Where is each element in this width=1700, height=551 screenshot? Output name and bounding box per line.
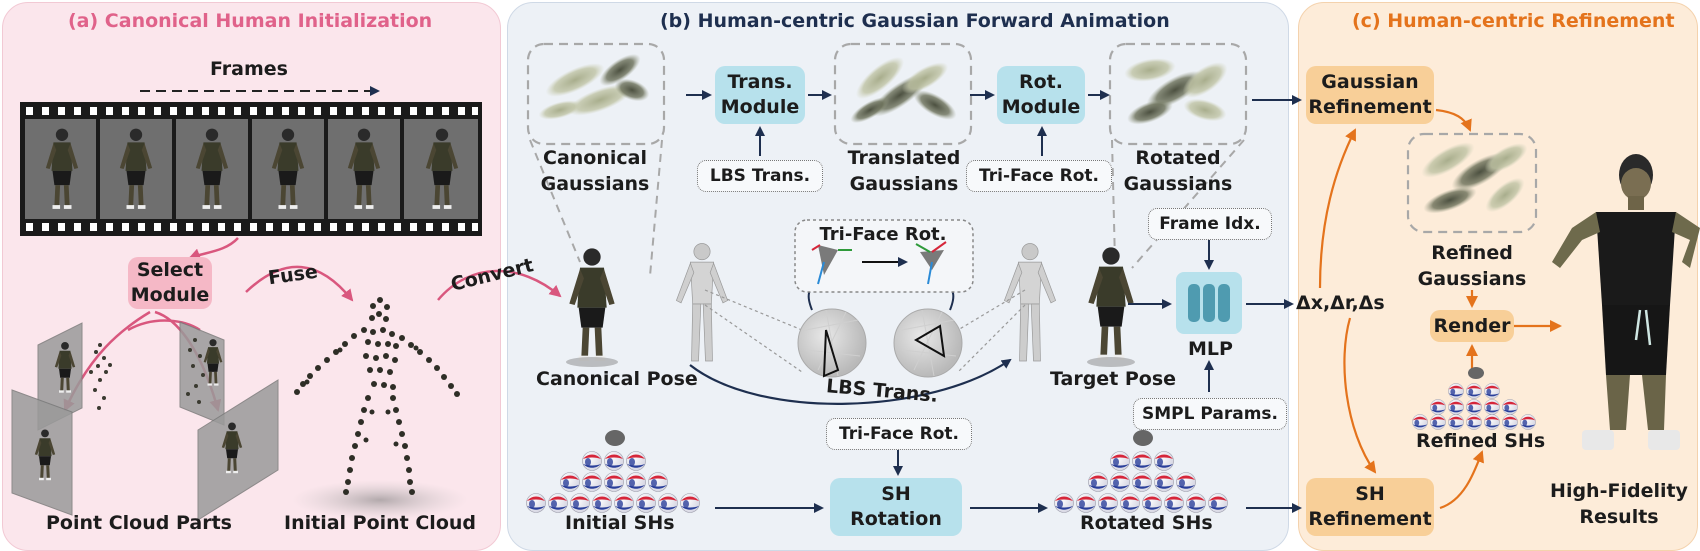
tri-face-rot-sh-box: Tri-Face Rot. [826,418,972,450]
canonical-gaussians-label: Canonical Gaussians [540,147,650,195]
canonical-pose-label: Canonical Pose [536,368,698,390]
rotated-gaussians-label: Rotated Gaussians [1123,147,1233,195]
render-box: Render [1430,310,1514,342]
refined-gaussians-label: Refined Gaussians [1417,242,1527,290]
select-module-box: Select Module [128,257,212,309]
mlp-label: MLP [1188,338,1233,360]
gaussian-refinement-box: Gaussian Refinement [1306,66,1434,124]
high-fidelity-results-label: High-Fidelity Results [1550,480,1688,528]
initial-point-cloud-label: Initial Point Cloud [284,512,477,534]
result-figure [1552,154,1700,450]
panel-c-title: (c) Human-centric Refinement [1352,10,1675,32]
target-pose-label: Target Pose [1050,368,1177,390]
panel-b-title: (b) Human-centric Gaussian Forward Anima… [660,10,1170,32]
point-cloud-parts-label: Point Cloud Parts [46,512,232,534]
initial-shs-label: Initial SHs [565,512,675,534]
translated-gaussians-label: Translated Gaussians [847,147,961,195]
panel-a-title: (a) Canonical Human Initialization [68,10,433,32]
smpl-params-box: SMPL Params. [1133,398,1287,430]
frame-idx-box: Frame Idx. [1148,208,1272,240]
tri-face-rot-center-label: Tri-Face Rot. [819,224,947,245]
rot-module-box: Rot. Module [997,66,1085,124]
tri-face-rot-box: Tri-Face Rot. [966,160,1112,192]
lbs-trans-box: LBS Trans. [697,160,823,192]
frames-label: Frames [210,58,288,80]
refined-shs-label: Refined SHs [1416,430,1546,452]
delta-params-label: Δx,Δr,Δs [1296,292,1385,314]
trans-module-box: Trans. Module [715,66,805,124]
sh-rotation-box: SH Rotation [830,478,962,536]
sh-refinement-box: SH Refinement [1306,478,1434,536]
rotated-shs-label: Rotated SHs [1080,512,1213,534]
